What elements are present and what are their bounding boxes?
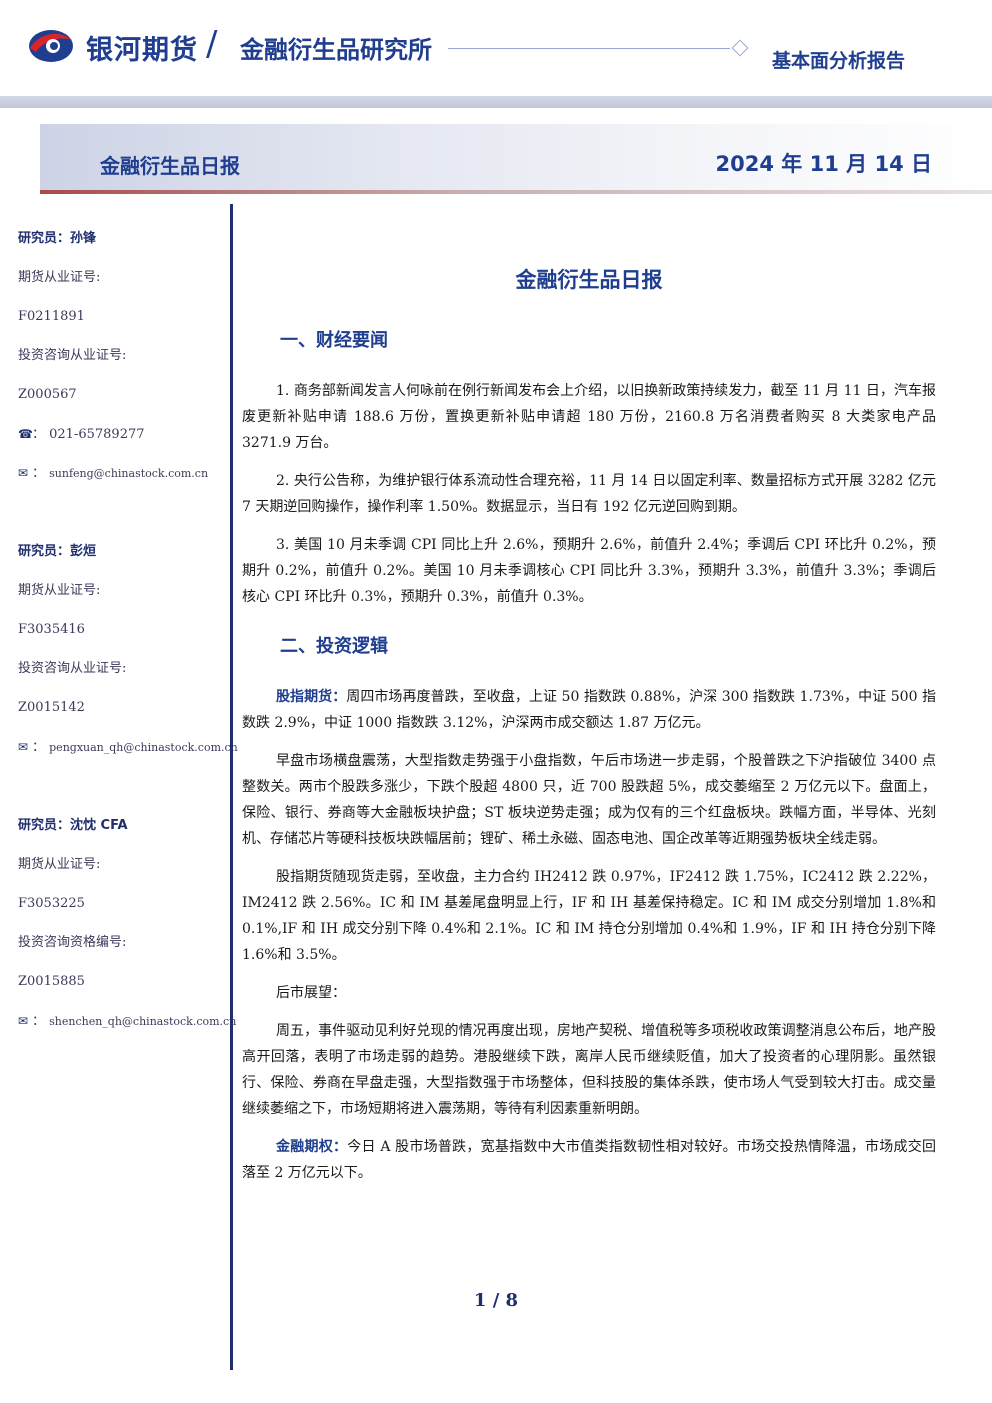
researcher-name: 研究员：孙锋	[18, 231, 97, 246]
stock-index-futures-paragraph: 股指期货：周四市场再度普跌，至收盘，上证 50 指数跌 0.88%，沪深 300…	[242, 684, 936, 736]
mail-icon: ✉	[18, 466, 29, 480]
page-number: 1 / 8	[473, 1290, 519, 1311]
institute-name: 金融衍生品研究所	[240, 36, 432, 64]
brand-separator: /	[206, 24, 218, 64]
news-item: 3. 美国 10 月未季调 CPI 同比上升 2.6%，预期升 2.6%，前值升…	[242, 537, 936, 605]
news-item: 2. 央行公告称，为维护银行体系流动性合理充裕，11 月 14 日以固定利率、数…	[242, 473, 936, 515]
header-bar	[0, 96, 992, 108]
outlook-paragraph: 周五，事件驱动见利好兑现的情况再度出现，房地产契税、增值税等多项税收政策调整消息…	[242, 1023, 936, 1117]
consult-number: Z000567	[18, 387, 77, 402]
header-rule	[448, 48, 730, 49]
phone-icon: ☎	[18, 427, 33, 441]
report-date: 2024 年 11 月 14 日	[715, 152, 932, 176]
stock-index-futures-label: 股指期货：	[276, 689, 347, 705]
outlook-label: 后市展望：	[276, 985, 346, 1001]
consult-label: 投资咨询从业证号:	[18, 348, 127, 363]
license-label: 期货从业证号:	[18, 270, 101, 285]
market-review-paragraph: 早盘市场横盘震荡，大型指数走势强于小盘指数，午后市场进一步走弱，个股普跌之下沪指…	[242, 753, 936, 847]
mail-icon: ✉	[18, 740, 29, 754]
email-link[interactable]: shenchen_qh@chinastock.com.cn	[49, 1015, 237, 1028]
brand-name: 银河期货	[86, 35, 198, 66]
financial-options-paragraph: 金融期权：今日 A 股市场普跌，宽基指数中大市值类指数韧性相对较好。市场交投热情…	[242, 1134, 936, 1186]
section-heading-news: 一、财经要闻	[280, 330, 388, 351]
email-link[interactable]: pengxuan_qh@chinastock.com.cn	[49, 741, 238, 754]
futures-review-paragraph: 股指期货随现货走弱，至收盘，主力合约 IH2412 跌 0.97%，IF2412…	[242, 869, 936, 963]
page-header: 银河期货 / 金融衍生品研究所 基本面分析报告	[0, 0, 992, 108]
phone-number: 021-65789277	[49, 427, 145, 442]
license-number: F3053225	[18, 896, 85, 911]
stock-index-futures-text: 周四市场再度普跌，至收盘，上证 50 指数跌 0.88%，沪深 300 指数跌 …	[242, 689, 936, 731]
email-row: ✉： shenchen_qh@chinastock.com.cn	[18, 1008, 236, 1047]
consult-number: Z0015142	[18, 700, 85, 715]
license-label: 期货从业证号:	[18, 857, 101, 872]
title-band-underline	[40, 190, 992, 194]
consult-number: Z0015885	[18, 974, 85, 989]
license-number: F3035416	[18, 622, 85, 637]
galaxy-logo-icon	[29, 30, 73, 62]
license-label: 期货从业证号:	[18, 583, 101, 598]
consult-label: 投资咨询从业证号:	[18, 661, 127, 676]
email-link[interactable]: sunfeng@chinastock.com.cn	[49, 467, 209, 480]
financial-options-label: 金融期权：	[276, 1139, 348, 1155]
phone-row: ☎： 021-65789277	[18, 421, 228, 460]
license-number: F0211891	[18, 309, 85, 324]
researcher-name: 研究员：彭烜	[18, 544, 97, 559]
sidebar-divider	[230, 204, 233, 1370]
news-item: 1. 商务部新闻发言人何咏前在例行新闻发布会上介绍，以旧换新政策持续发力，截至 …	[242, 383, 936, 451]
report-body: 金融衍生品日报 一、财经要闻 1. 商务部新闻发言人何咏前在例行新闻发布会上介绍…	[242, 262, 936, 1198]
researcher-sidebar: 研究员：孙锋 期货从业证号: F0211891 投资咨询从业证号: Z00056…	[18, 226, 238, 1047]
band-title: 金融衍生品日报	[100, 154, 240, 178]
consult-label: 投资咨询资格编号:	[18, 935, 127, 950]
header-diamond-ornament	[731, 39, 749, 57]
mail-icon: ✉	[18, 1014, 29, 1028]
title-band	[40, 124, 992, 192]
report-type: 基本面分析报告	[772, 50, 906, 72]
researcher-name: 研究员：沈忱 CFA	[18, 818, 128, 833]
email-row: ✉： sunfeng@chinastock.com.cn	[18, 460, 228, 499]
email-row: ✉： pengxuan_qh@chinastock.com.cn	[18, 734, 238, 773]
section-heading-logic: 二、投资逻辑	[280, 636, 388, 657]
financial-options-text: 今日 A 股市场普跌，宽基指数中大市值类指数韧性相对较好。市场交投热情降温，市场…	[242, 1139, 937, 1181]
document-title: 金融衍生品日报	[515, 268, 663, 292]
